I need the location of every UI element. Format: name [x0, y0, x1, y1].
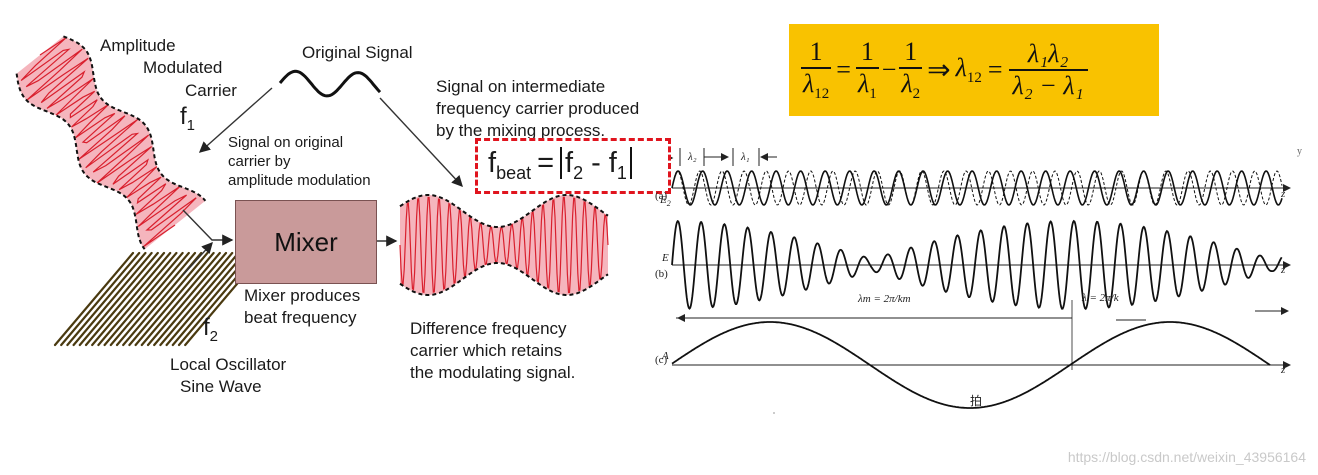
lambda-label: λ = 2π/k	[1082, 292, 1119, 304]
difference-frequency-carrier	[399, 194, 609, 296]
original-signal-wave	[278, 69, 382, 98]
diff-carrier-line	[399, 196, 609, 294]
am-carrier-line	[20, 37, 197, 248]
amplitude-modulated-carrier	[15, 35, 207, 250]
rhs-fraction: λ₁λ₂ λ₂ − λ₁	[1008, 39, 1088, 101]
f1-symbol: f1	[180, 103, 196, 134]
difference-label: Difference frequency carrier which retai…	[410, 319, 576, 382]
oscillator-stroke	[53, 251, 135, 347]
oscillator-stroke	[109, 251, 190, 347]
mixer-box: Mixer	[235, 200, 377, 284]
oscillator-stroke	[66, 251, 147, 347]
lambda-m-label: λm = 2π/km	[858, 293, 911, 305]
arrow-signal-to-intermediate	[379, 97, 463, 188]
wave-lambda1	[671, 170, 1283, 206]
diff-envelope-top	[399, 194, 609, 228]
rhs-eq-sign: =	[987, 55, 1003, 84]
minus-sign: −	[881, 55, 897, 84]
intermediate-label: Signal on intermediate frequency carrier…	[436, 77, 640, 140]
oscillator-stroke	[103, 251, 184, 347]
panel-c-label: (c)	[655, 354, 668, 366]
lhs-fraction: 1 λ12	[801, 36, 832, 103]
oscillator-label-line1: Local Oscillator	[170, 355, 287, 374]
flow-arrows	[182, 87, 674, 276]
a-axis-label: A	[662, 350, 669, 362]
oscillator-stroke	[97, 251, 178, 347]
amplitude-label-line1: Amplitude	[100, 36, 176, 55]
arrow-oscillator-to-mixer	[182, 241, 213, 276]
original-signal-curve	[278, 69, 382, 98]
oscillator-stroke	[84, 251, 166, 347]
beat-plot-b	[671, 219, 1291, 370]
oscillator-stroke	[146, 251, 228, 347]
corner-mark: y	[1297, 146, 1302, 157]
oscillator-stroke	[72, 251, 153, 347]
local-oscillator-wave	[53, 251, 265, 347]
oscillator-stroke	[140, 251, 221, 347]
e-axis-label: E	[662, 252, 669, 264]
oscillator-stroke	[153, 251, 234, 347]
rhs-lambda12: λ12	[955, 52, 982, 87]
amplitude-label-line2: Modulated	[143, 58, 223, 77]
panel-b-label: (b)	[655, 268, 668, 280]
beat-wave	[671, 219, 1283, 311]
z-axis-label-c: z	[1281, 364, 1286, 376]
arrow-carrier-to-mixer	[182, 209, 234, 246]
term2-fraction: 1 λ2	[899, 36, 923, 103]
beat-frequency-formula: fbeat=f2-f1	[475, 138, 671, 194]
oscillator-stroke	[115, 251, 197, 347]
amplitude-label-line3: Carrier	[185, 81, 237, 100]
oscillator-stroke	[159, 251, 240, 347]
carrier-am-label: Signal on original carrier by amplitude …	[228, 134, 371, 189]
z-axis-label-b: z	[1281, 264, 1286, 276]
oscillator-stroke	[78, 251, 159, 347]
beat-label: 拍	[970, 394, 983, 408]
oscillator-stroke	[134, 251, 215, 347]
oscillator-stroke	[91, 251, 172, 347]
beat-plot-a	[671, 148, 1291, 206]
e2-axis-label: E2	[660, 194, 671, 209]
panel-a-label: (a)	[655, 190, 668, 202]
eq-sign: =	[836, 55, 851, 84]
watermark: https://blog.csdn.net/weixin_43956164	[1067, 449, 1306, 465]
mixer-label: Mixer	[274, 227, 338, 257]
fbeat-expression: fbeat=f2-f1	[488, 147, 632, 184]
term1-fraction: 1 λ1	[855, 36, 879, 103]
lambda2-label: λ₂	[688, 151, 697, 163]
oscillator-stroke	[128, 251, 209, 347]
lambda1-label: λ₁	[741, 151, 750, 163]
diff-envelope-bottom	[399, 262, 609, 296]
z-axis-label-a: z	[1281, 188, 1286, 200]
original-signal-label: Original Signal	[302, 43, 413, 62]
am-envelope-bottom	[15, 73, 146, 250]
oscillator-label-line2: Sine Wave	[180, 377, 262, 396]
wavelength-formula: 1 λ12 = 1 λ1 − 1 λ2 ⇒ λ12 = λ₁λ₂ λ₂ − λ₁	[789, 24, 1159, 116]
beat-plot-c	[671, 321, 1291, 414]
f2-symbol: f2	[203, 314, 219, 345]
oscillator-stroke	[165, 251, 246, 347]
mixer-caption: Mixer produces beat frequency	[244, 286, 361, 327]
oscillator-stroke	[60, 251, 141, 347]
implies-sign: ⇒	[927, 55, 951, 86]
arrow-signal-to-carrier	[198, 87, 273, 153]
am-envelope-top	[63, 35, 207, 202]
wave-lambda2	[671, 170, 1283, 206]
envelope-curve	[671, 321, 1271, 409]
